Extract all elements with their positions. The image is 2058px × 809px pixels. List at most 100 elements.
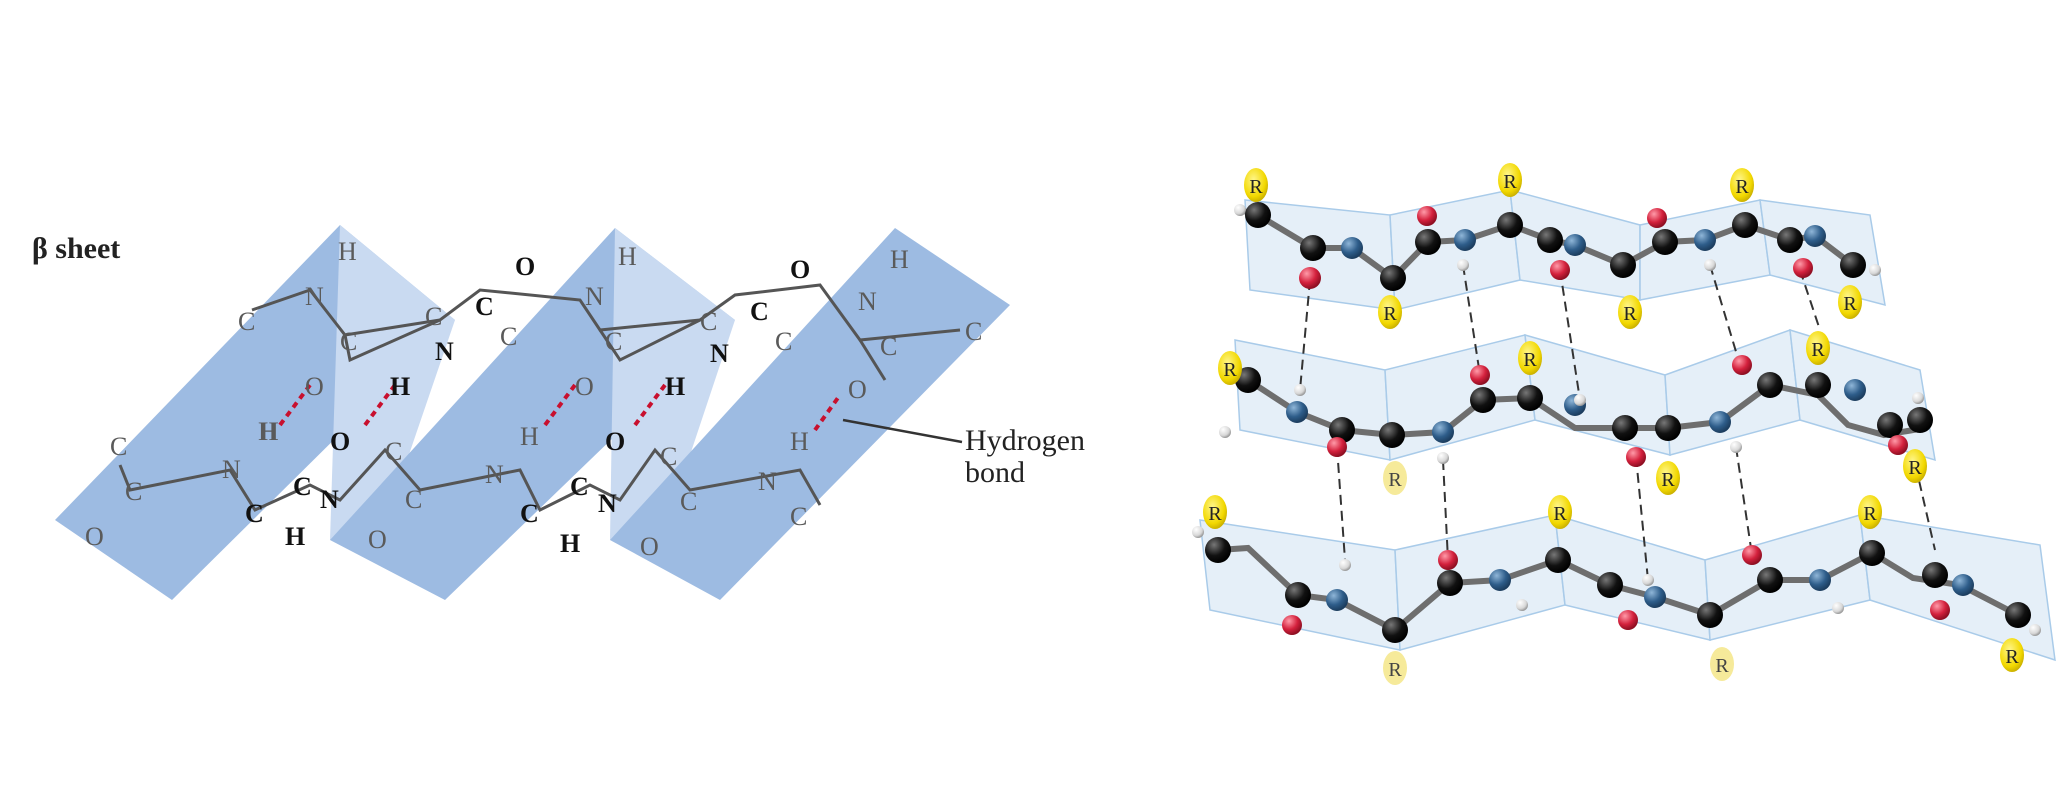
r-group: R (1730, 168, 1754, 202)
callout-leader (842, 418, 963, 444)
atom-label: H (520, 422, 539, 451)
atom-label: N (435, 337, 454, 366)
r-groups: R R R R R R R R R R R R R R R R R R (1203, 163, 2024, 685)
hydrogen-atom (2029, 624, 2041, 636)
atom-label: C (385, 437, 402, 466)
nitrogen-atom (1694, 229, 1716, 251)
r-group: R (1383, 651, 1407, 685)
carbon-atom (1697, 602, 1723, 628)
atom-label: O (640, 532, 659, 561)
carbon-atom (1285, 582, 1311, 608)
r-group-label: R (1208, 503, 1222, 525)
hydrogen-bond (633, 383, 667, 427)
atom-label: N (305, 282, 324, 311)
atom-label: O (515, 252, 535, 281)
r-group-label: R (1623, 303, 1637, 325)
oxygen-atom (1299, 267, 1321, 289)
r-group: R (1244, 168, 1268, 202)
carbon-atom (1329, 417, 1355, 443)
r-group-label: R (1553, 503, 1567, 525)
atom-label: O (848, 375, 867, 404)
atom-labels: C N H C O H C N H C O C N H C O C N H C … (85, 237, 982, 561)
r-group-label: R (1388, 659, 1402, 681)
carbon-atom (1380, 265, 1406, 291)
carbon-atom (1732, 212, 1758, 238)
atom-label: O (790, 255, 810, 284)
nitrogen-atom (1489, 569, 1511, 591)
atom-label: O (368, 525, 387, 554)
atom-label: C (340, 327, 357, 356)
hydrogen-bond (278, 383, 312, 427)
carbon-atom (1655, 415, 1681, 441)
oxygen-atom (1327, 437, 1347, 457)
sheet-plane-fold (610, 228, 735, 540)
carbon-atom (1300, 235, 1326, 261)
atom-label: C (880, 332, 897, 361)
atom-label: C (605, 327, 622, 356)
oxygen-atom (1793, 258, 1813, 278)
hydrogen-atom (1437, 452, 1449, 464)
r-group: R (1656, 461, 1680, 495)
nitrogen-atom (1804, 225, 1826, 247)
r-group: R (1203, 495, 1227, 529)
atom-label: O (305, 372, 324, 401)
hydrogen-bond (543, 383, 577, 427)
carbon-atom (1907, 407, 1933, 433)
r-group: R (1498, 163, 1522, 197)
hydrogen-bond (1799, 269, 1821, 331)
oxygen-atom (1930, 600, 1950, 620)
nitrogen-atom (1286, 401, 1308, 423)
carbon-atom (1545, 547, 1571, 573)
hydrogen-atom (1642, 574, 1654, 586)
schematic-sheet: β sheet C N H (32, 225, 1085, 600)
carbon-atom (1382, 617, 1408, 643)
oxygen-atom (1626, 447, 1646, 467)
r-group: R (2000, 638, 2024, 672)
backbone-bonds (118, 283, 961, 513)
hydrogen-bond (1709, 264, 1741, 366)
atom-label: N (485, 460, 504, 489)
atom-label: O (605, 427, 625, 456)
atom-label: N (320, 485, 339, 514)
nitrogen-atom (1341, 237, 1363, 259)
atom-label: C (405, 485, 422, 514)
hydrogen-bond (1336, 446, 1346, 561)
carbon-atom (1777, 227, 1803, 253)
atom-label: C (965, 317, 982, 346)
strand-1-atoms (1234, 202, 1881, 291)
hydrogen-bond (1559, 269, 1581, 401)
r-group: R (1618, 295, 1642, 329)
oxygen-atom (1732, 355, 1752, 375)
atom-label: H (390, 372, 410, 401)
oxygen-atom (1550, 260, 1570, 280)
atom-label: O (575, 372, 594, 401)
carbon-atom (1840, 252, 1866, 278)
hydrogen-bond (1442, 459, 1449, 561)
hydrogen-atom (1832, 602, 1844, 614)
r-group-label: R (1908, 457, 1922, 479)
atom-label: C (125, 477, 142, 506)
atom-label: H (665, 372, 685, 401)
carbon-atom (1205, 537, 1231, 563)
carbon-atom (1597, 572, 1623, 598)
r-group: R (1903, 449, 1927, 483)
atom-label: O (85, 522, 104, 551)
carbon-atom (1497, 212, 1523, 238)
nitrogen-atom (1326, 589, 1348, 611)
hydrogen-atom (1294, 384, 1306, 396)
atom-label: C (660, 442, 677, 471)
atom-label: O (330, 427, 350, 456)
oxygen-atom (1438, 550, 1458, 570)
r-group: R (1710, 647, 1734, 681)
atom-label: N (598, 489, 617, 518)
oxygen-atom (1470, 365, 1490, 385)
hydrogen-bond (1735, 446, 1753, 556)
atom-label: H (618, 242, 637, 271)
figure-title: β sheet (32, 232, 120, 265)
oxygen-atom (1647, 208, 1667, 228)
carbon-atom (1245, 202, 1271, 228)
sheet-planes (55, 225, 1010, 600)
atom-label: C (245, 499, 264, 528)
atom-label: C (700, 307, 717, 336)
hydrogen-bond (1635, 456, 1649, 581)
